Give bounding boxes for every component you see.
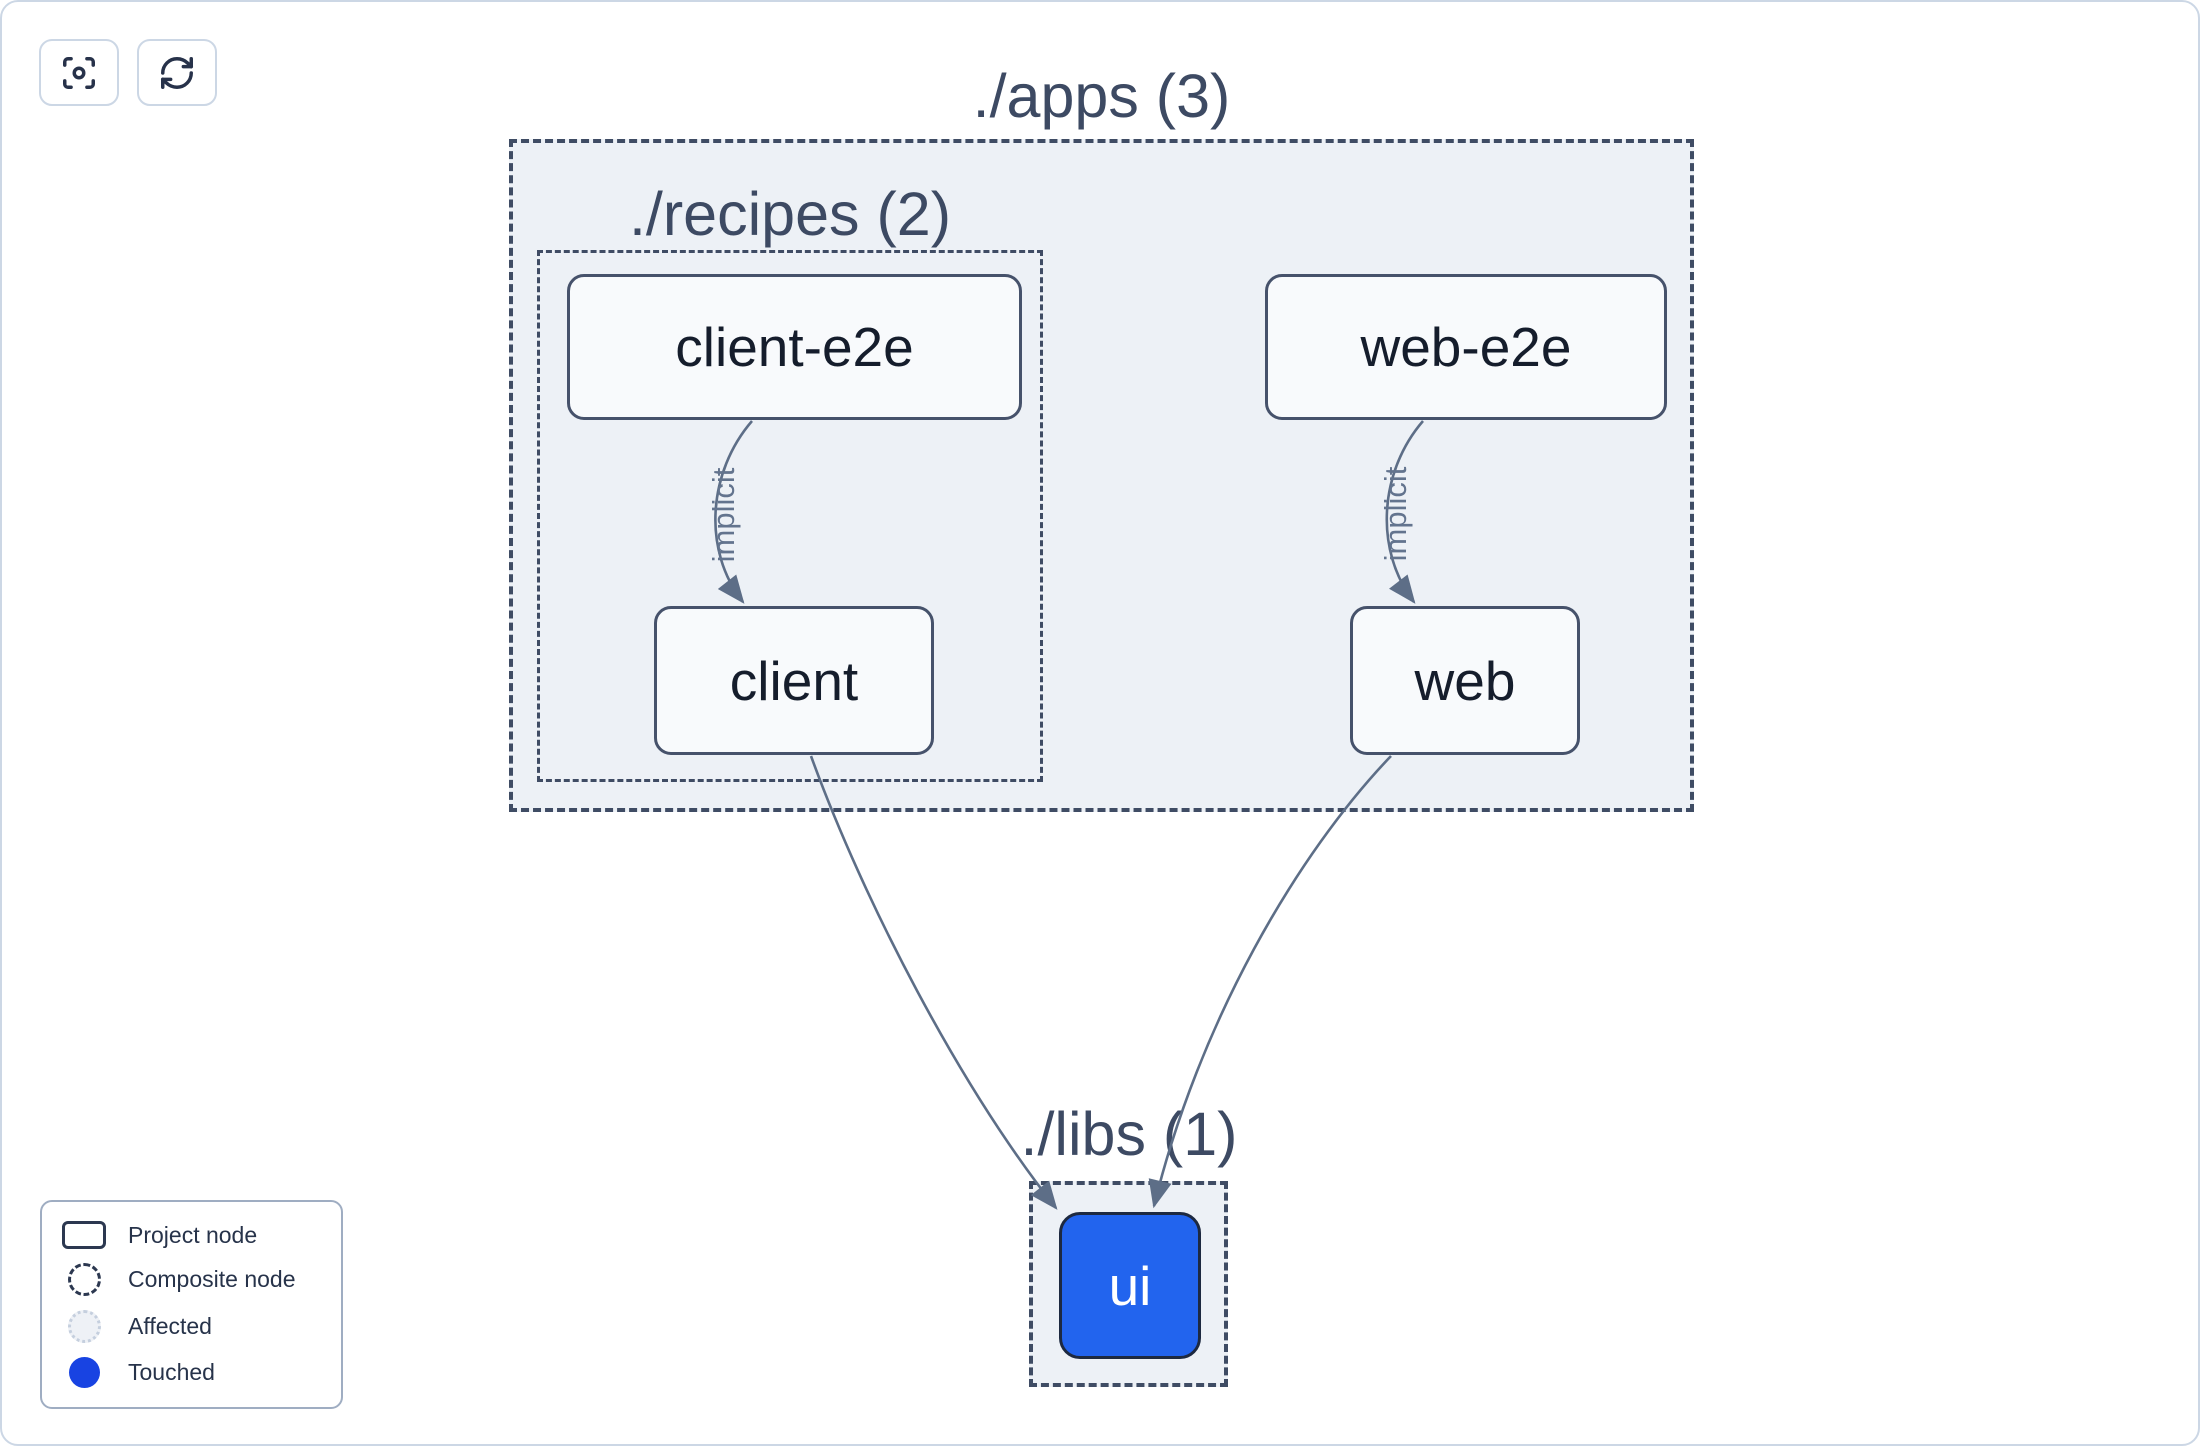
legend-label: Composite node <box>128 1266 296 1292</box>
group-label-libs: ./libs (1) <box>1020 1100 1238 1168</box>
focus-icon <box>60 54 98 92</box>
composite-node-swatch-icon <box>60 1263 108 1296</box>
group-label-apps: ./apps (3) <box>972 62 1231 130</box>
legend-row-composite-node: Composite node <box>60 1263 323 1296</box>
legend: Project node Composite node Affected Tou… <box>40 1200 343 1409</box>
legend-label: Affected <box>128 1313 212 1339</box>
legend-row-affected: Affected <box>60 1310 323 1343</box>
project-node-client[interactable]: client <box>654 606 934 755</box>
legend-row-touched: Touched <box>60 1357 323 1388</box>
refresh-graph-button[interactable] <box>137 39 217 106</box>
project-node-web-e2e[interactable]: web-e2e <box>1265 274 1667 420</box>
focus-graph-button[interactable] <box>39 39 119 106</box>
legend-row-project-node: Project node <box>60 1221 323 1249</box>
project-node-swatch-icon <box>60 1221 108 1249</box>
group-label-recipes: ./recipes (2) <box>628 180 952 248</box>
legend-label: Touched <box>128 1359 215 1385</box>
refresh-icon <box>158 54 196 92</box>
edge-label-implicit-web[interactable]: implicit <box>1378 466 1413 562</box>
project-node-ui-touched[interactable]: ui <box>1059 1212 1201 1359</box>
composite-box-recipes[interactable] <box>537 250 1043 782</box>
affected-swatch-icon <box>60 1310 108 1343</box>
project-node-client-e2e[interactable]: client-e2e <box>567 274 1022 420</box>
project-node-web[interactable]: web <box>1350 606 1580 755</box>
touched-swatch-icon <box>60 1357 108 1388</box>
legend-label: Project node <box>128 1221 258 1248</box>
edge-label-implicit-client[interactable]: implicit <box>706 467 741 563</box>
